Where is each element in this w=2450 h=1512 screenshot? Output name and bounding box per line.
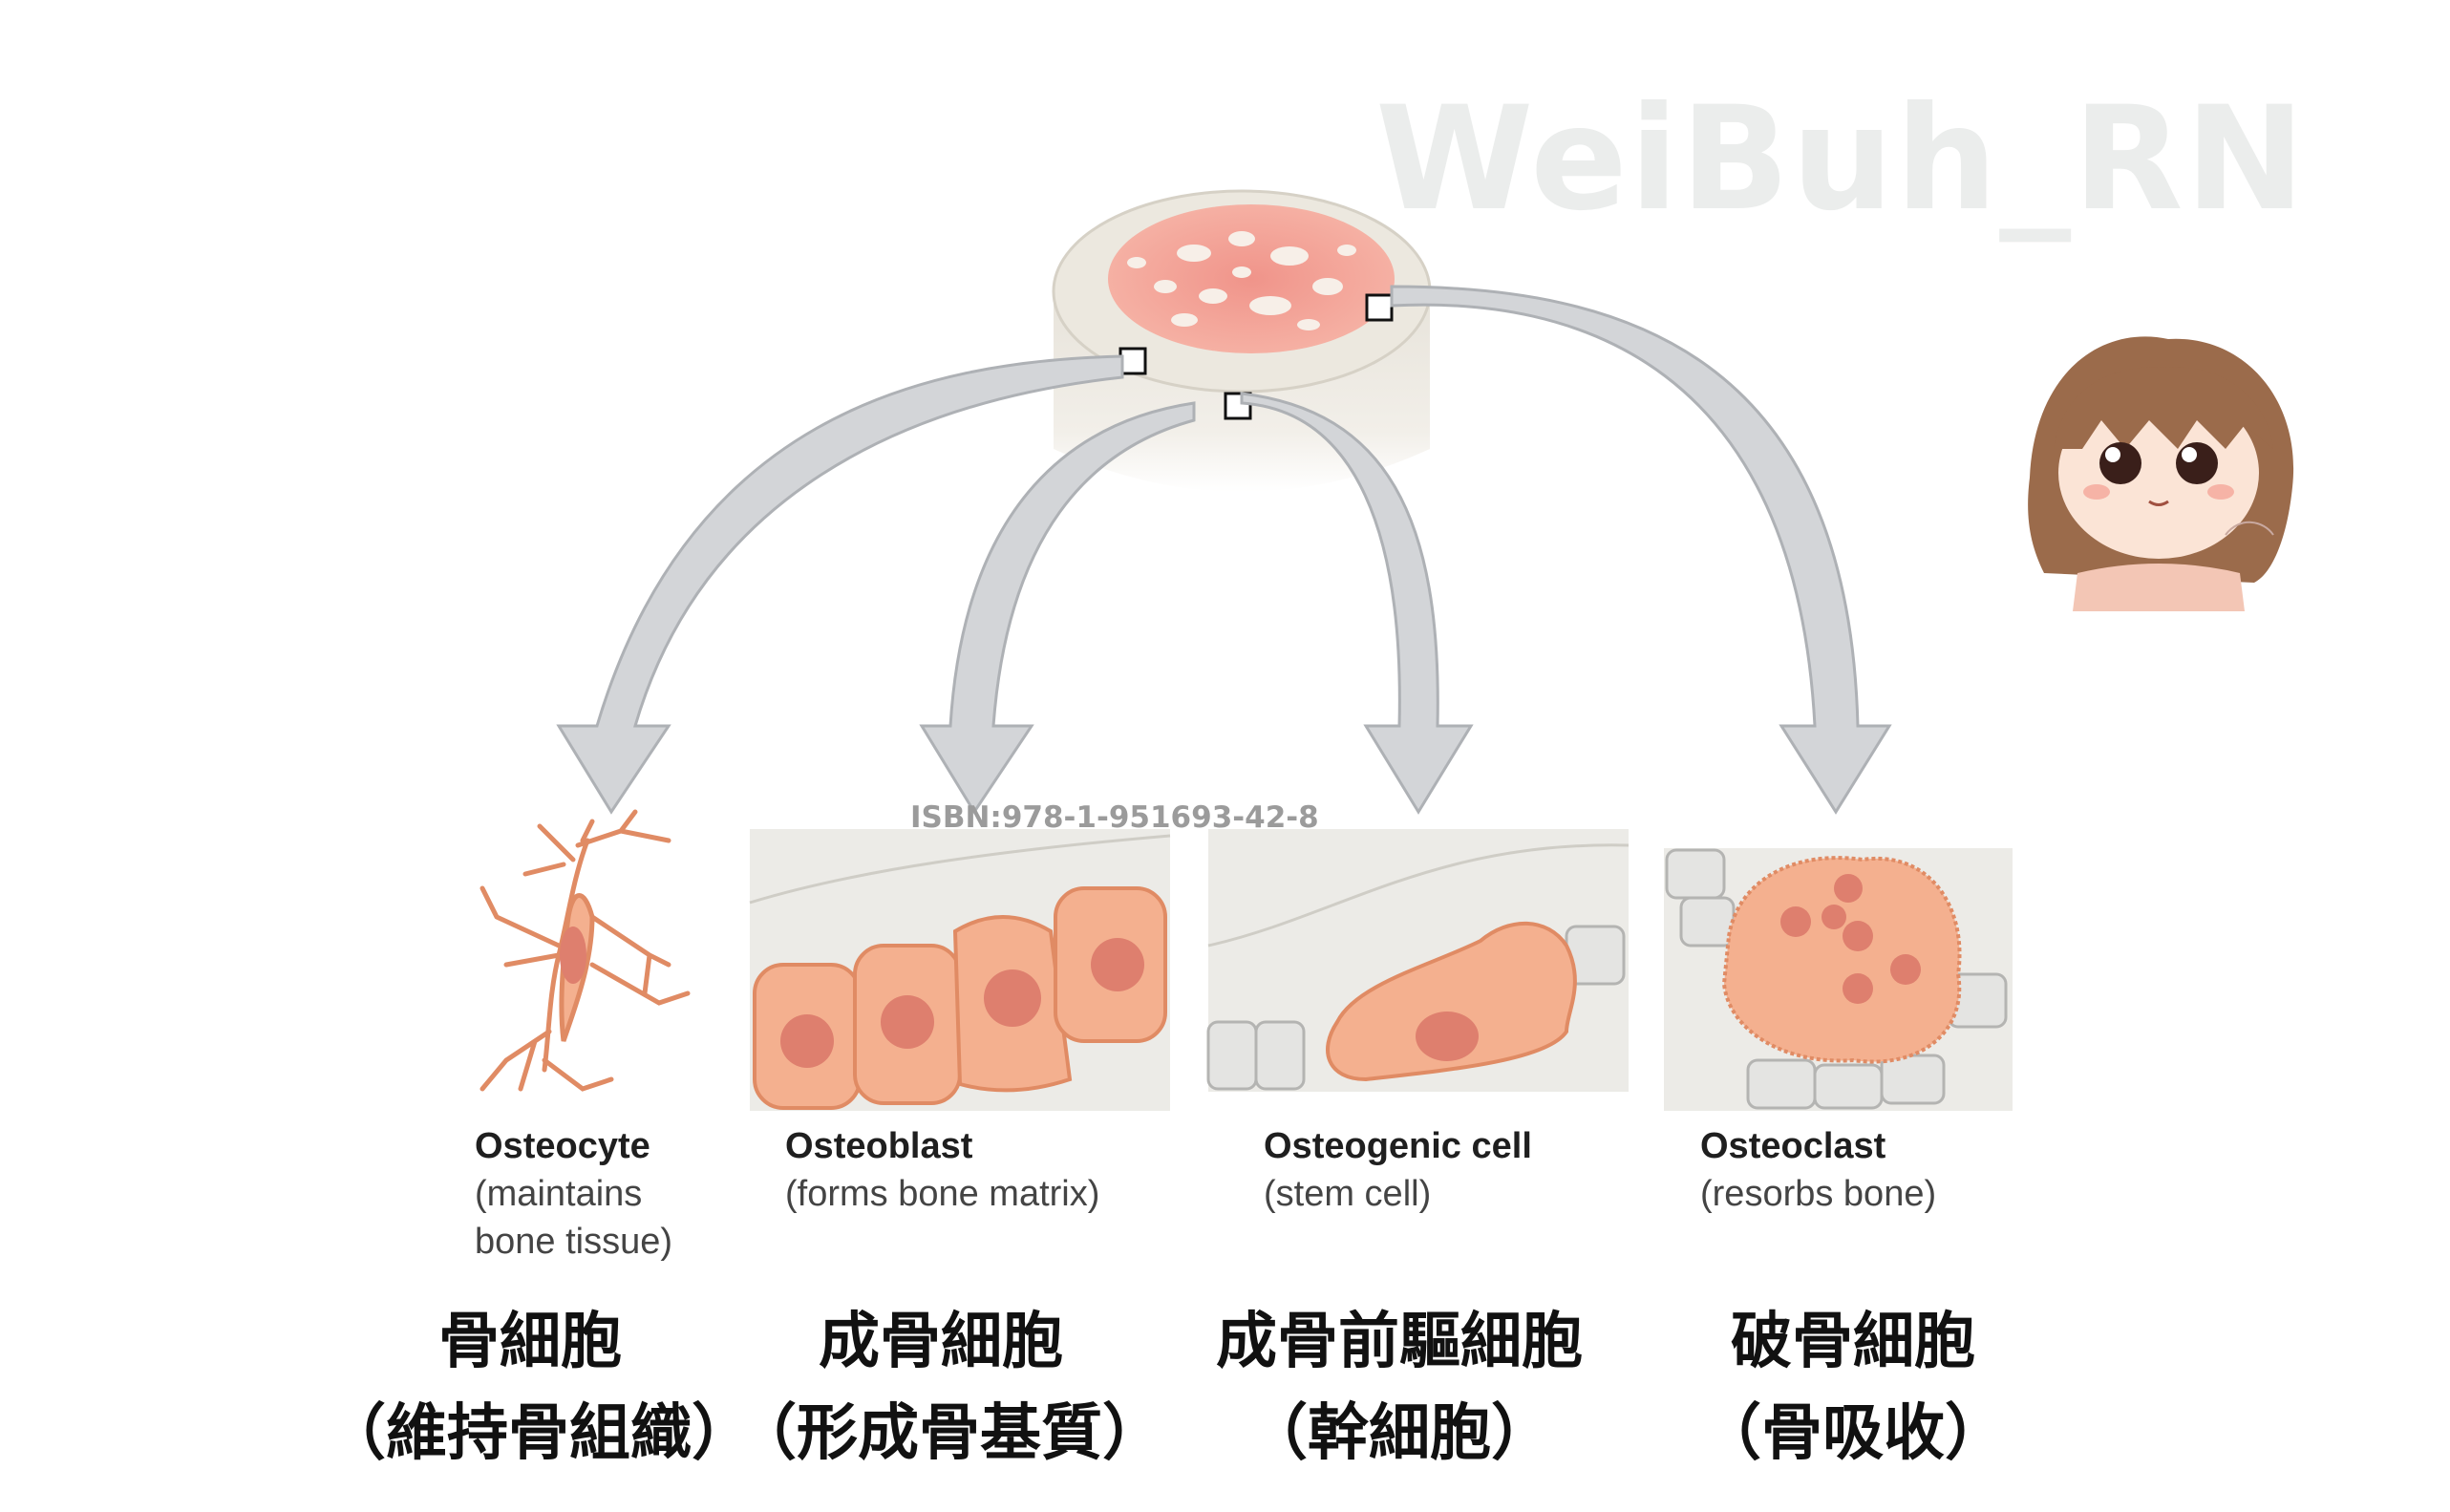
cell-description-line: bone tissue) [475,1222,673,1262]
zh-name: 骨細胞 [438,1307,622,1377]
cell-description-line: (maintains [475,1174,643,1214]
cell-name: Osteocyte [475,1126,650,1166]
osteoclast-zh-label: 破骨細胞 （骨吸收） [1648,1296,2058,1480]
zh-name: 破骨細胞 [1731,1307,1975,1377]
zh-description: （幹細胞） [1246,1398,1552,1469]
cell-description-line: (resorbs bone) [1700,1174,1937,1214]
osteogenic-cell-label: Osteogenic cell (stem cell) [1264,1122,1532,1218]
osteocyte-illustration [479,809,691,1092]
osteoclast-illustration [1664,848,2013,1111]
zh-name: 成骨細胞 [819,1307,1063,1377]
arrow-to-osteoblast [919,401,1196,815]
osteogenic-cell-illustration [1206,829,1630,1092]
arrow-to-osteocyte [556,354,1124,815]
zh-description: （形成骨基質） [735,1398,1163,1469]
osteoclast-label: Osteoclast (resorbs bone) [1700,1122,1936,1218]
avatar-illustration [2028,336,2294,611]
osteogenic-cell-zh-label: 成骨前驅細胞 （幹細胞） [1194,1296,1605,1480]
zh-description: （骨吸收） [1700,1398,2006,1469]
arrows [556,285,1892,815]
cell-name: Osteogenic cell [1264,1126,1532,1166]
osteocyte-zh-label: 骨細胞 （維持骨組織） [325,1296,753,1480]
osteoblast-illustration [749,829,1171,1111]
isbn-text: ISBN:978-1-951693-42-8 [910,800,1319,835]
cell-name: Osteoblast [785,1126,973,1166]
cell-description-line: (forms bone matrix) [785,1174,1100,1214]
osteoblast-zh-label: 成骨細胞 （形成骨基質） [735,1296,1163,1480]
osteoblast-label: Osteoblast (forms bone matrix) [785,1122,1099,1218]
arrow-to-osteogenic [1240,392,1474,815]
zh-description: （維持骨組織） [325,1398,753,1469]
osteocyte-label: Osteocyte (maintains bone tissue) [475,1122,672,1266]
cell-description-line: (stem cell) [1264,1174,1432,1214]
zh-name: 成骨前驅細胞 [1216,1307,1583,1377]
cell-name: Osteoclast [1700,1126,1886,1166]
watermark-text: WeiBuh_RN [1375,76,2308,243]
arrow-to-osteoclast [1390,285,1892,815]
